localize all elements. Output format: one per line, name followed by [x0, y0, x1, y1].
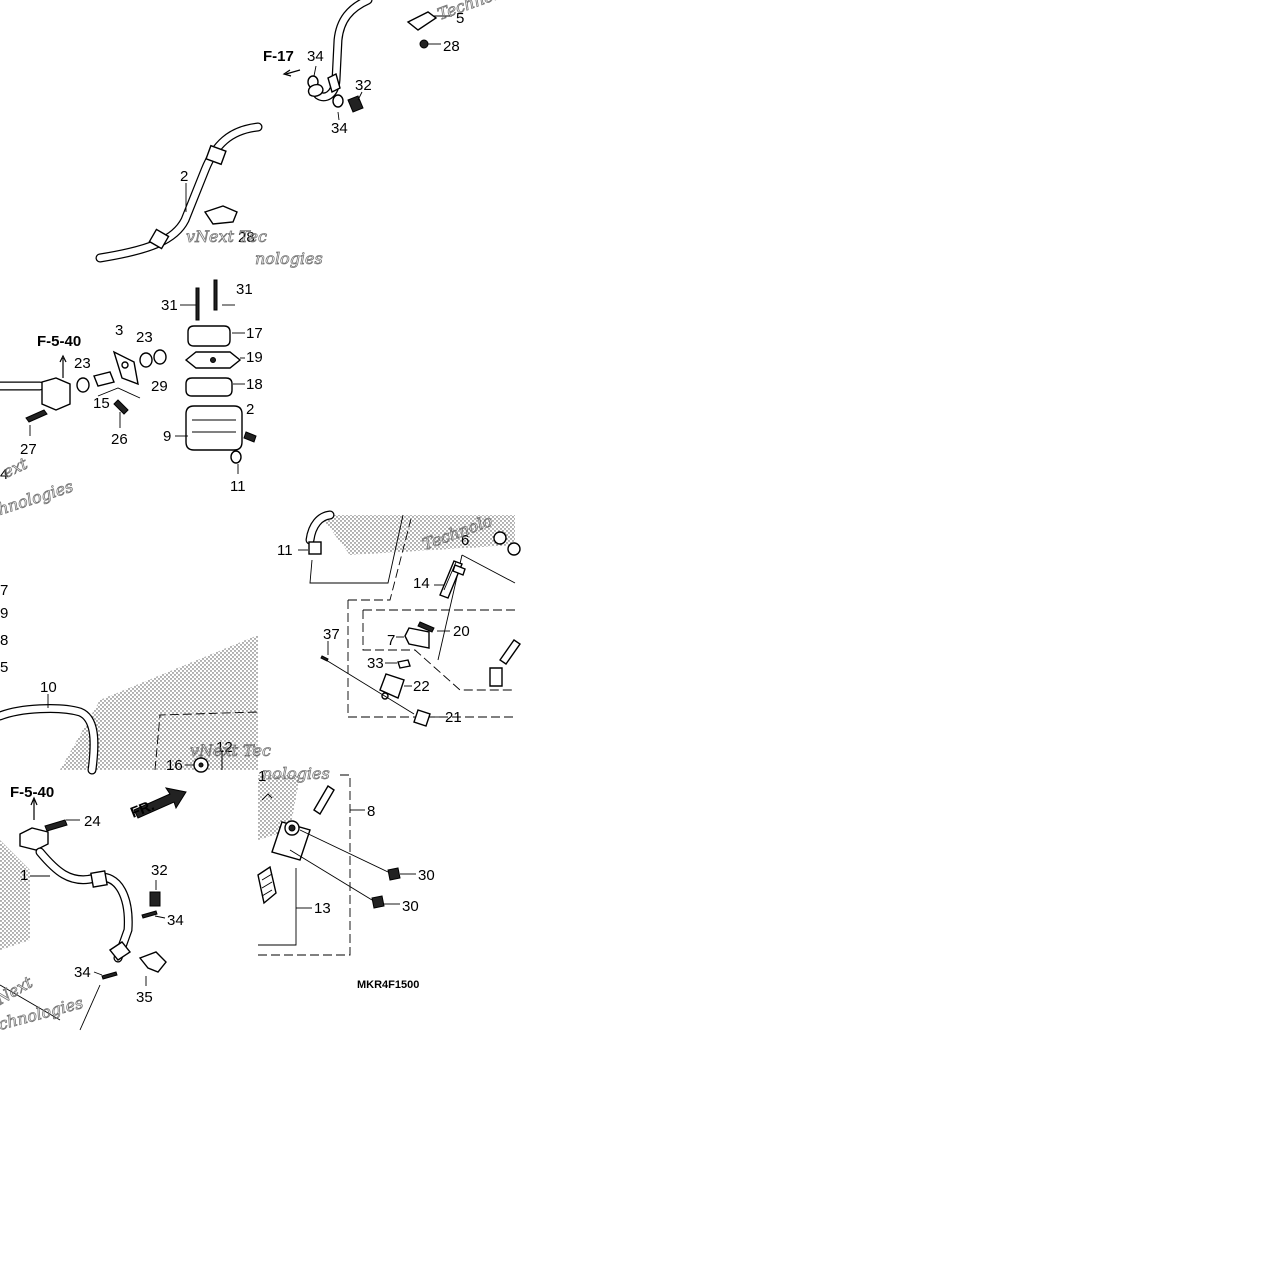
label-11b: 11 — [277, 542, 293, 559]
label-30b: 30 — [402, 898, 419, 915]
washer-34c — [141, 910, 158, 919]
label-27: 27 — [20, 441, 37, 458]
direction-fr: FR. — [128, 797, 157, 822]
watermark-3: nologies — [255, 249, 323, 268]
watermark-2: vNext Tec — [186, 227, 267, 246]
label-7: 7 — [387, 632, 395, 649]
seal-6 — [493, 531, 507, 545]
label-34b: 34 — [331, 120, 348, 137]
label-32b: 32 — [151, 862, 168, 879]
label-9-cut: 9 — [0, 605, 8, 622]
label-1-cut: 1 — [258, 768, 266, 785]
label-30a: 30 — [418, 867, 435, 884]
watermark-8: nologies — [262, 764, 330, 783]
bolt-28 — [419, 39, 429, 49]
label-18: 18 — [246, 376, 263, 393]
label-22: 22 — [413, 678, 430, 695]
clamp-5 — [406, 11, 438, 31]
hose-10-panel — [0, 635, 259, 775]
nut-21 — [413, 709, 431, 727]
joint-f540 — [41, 377, 71, 411]
ref-f540-a[interactable]: F-5-40 — [37, 333, 81, 350]
label-32: 32 — [355, 77, 372, 94]
label-11: 11 — [230, 478, 246, 495]
watermark-5: hnologies — [0, 477, 75, 519]
master-cylinder-panel — [0, 279, 257, 474]
label-28: 28 — [443, 38, 460, 55]
watermark-6: vNext Tec — [190, 741, 271, 760]
diagram-code: MKR4F1500 — [357, 979, 419, 991]
label-16: 16 — [166, 757, 183, 774]
label-34: 34 — [307, 48, 324, 65]
diaphragm-18 — [185, 377, 233, 397]
label-1: 1 — [20, 867, 28, 884]
label-8-cut: 8 — [0, 632, 8, 649]
label-4-cut: 4 — [0, 466, 8, 483]
front-arrow — [133, 787, 187, 819]
screw-31a — [195, 287, 200, 321]
label-37: 37 — [323, 626, 340, 643]
cap-17 — [187, 325, 231, 347]
bracket-35 — [138, 951, 167, 973]
body-8 — [271, 821, 311, 861]
label-14: 14 — [413, 575, 430, 592]
master-cylinder-8-panel — [257, 774, 416, 956]
bolt-32 — [347, 95, 364, 113]
bolt-32b — [149, 891, 161, 907]
label-6: 6 — [461, 532, 469, 549]
top-hose-panel — [282, 0, 452, 121]
bolt-27 — [25, 409, 48, 423]
screw-31b — [213, 279, 218, 311]
ref-f540-b[interactable]: F-5-40 — [10, 784, 54, 801]
label-9: 9 — [163, 428, 171, 445]
label-34c: 34 — [167, 912, 184, 929]
ref-f17[interactable]: F-17 — [263, 48, 294, 65]
label-13: 13 — [314, 900, 331, 917]
label-3: 3 — [115, 322, 123, 339]
label-29: 29 — [151, 378, 168, 395]
label-7-cut: 7 — [0, 582, 8, 599]
oring-33 — [397, 659, 411, 669]
bolt-26 — [113, 399, 129, 415]
label-5-cut: 5 — [0, 659, 8, 676]
reservoir-9 — [185, 405, 243, 451]
label-15: 15 — [93, 395, 110, 412]
nut-11 — [308, 541, 322, 555]
label-35: 35 — [136, 989, 153, 1006]
watermark-1: Technolo — [435, 0, 510, 24]
clevis-22 — [379, 673, 405, 699]
label-5: 5 — [456, 10, 464, 27]
label-34d: 34 — [74, 964, 91, 981]
washer-34d — [101, 971, 118, 980]
circlip-20 — [417, 621, 435, 633]
label-19: 19 — [246, 349, 263, 366]
label-12: 12 — [216, 739, 233, 756]
hose-2-panel — [95, 122, 263, 263]
label-26: 26 — [111, 431, 128, 448]
label-21: 21 — [445, 709, 462, 726]
label-33: 33 — [367, 655, 384, 672]
boot-7 — [404, 627, 430, 649]
label-23b: 23 — [74, 355, 91, 372]
label-10: 10 — [40, 679, 57, 696]
label-31a: 31 — [161, 297, 178, 314]
label-31b: 31 — [236, 281, 253, 298]
grommet-11 — [230, 450, 242, 464]
hose-1-panel — [0, 787, 187, 1031]
label-2: 2 — [180, 168, 188, 185]
label-20: 20 — [453, 623, 470, 640]
rear-master-panel — [298, 510, 521, 727]
pin-37 — [320, 655, 329, 662]
label-17: 17 — [246, 325, 263, 342]
bolt-30a — [387, 867, 401, 881]
bolt-24 — [44, 819, 68, 832]
joint-f540-b — [19, 827, 49, 851]
label-24: 24 — [84, 813, 101, 830]
label-23a: 23 — [136, 329, 153, 346]
bolt-30b — [371, 895, 385, 909]
label-8: 8 — [367, 803, 375, 820]
label-28b: 28 — [238, 229, 255, 246]
label-24-cut: 2 — [246, 401, 254, 418]
